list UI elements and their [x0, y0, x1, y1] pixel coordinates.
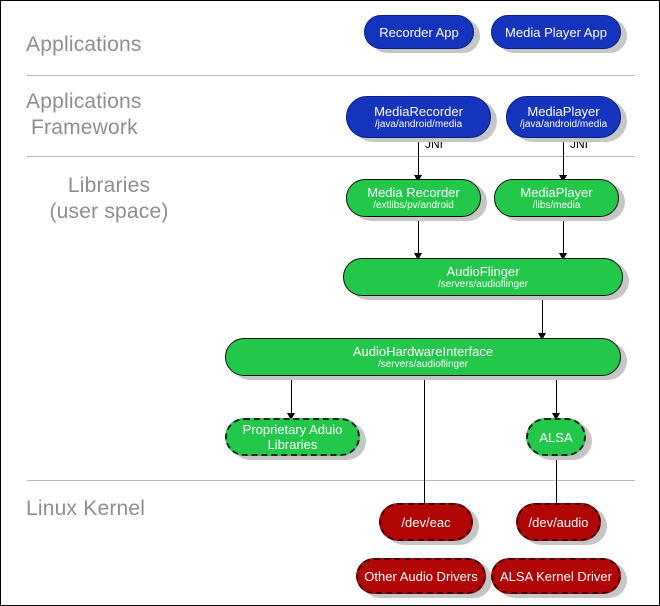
section-label-linux-kernel: Linux Kernel — [26, 497, 146, 520]
connector-mediaplayer-jni — [563, 141, 564, 179]
node-proprietary-audio-libs-subtitle: Libraries — [267, 437, 318, 452]
arrowhead-mediaplayer-jni — [559, 175, 567, 182]
section-label-applications-framework-line1: Applications — [26, 90, 142, 113]
section-label-applications: Applications — [26, 33, 142, 56]
node-proprietary-audio-libs[interactable]: Proprietary Aduio Libraries — [225, 418, 360, 456]
node-alsa-title: ALSA — [539, 429, 573, 445]
connector-audioflinger-audiohardwareinterface — [542, 299, 543, 337]
node-other-audio-drivers[interactable]: Other Audio Drivers — [356, 558, 486, 594]
connector-ahi-alsa — [556, 376, 557, 418]
node-audioflinger-title: AudioFlinger — [446, 263, 520, 279]
connector-mediarecorderlib-audioflinger — [418, 220, 419, 258]
node-media-recorder-lib-title: Media Recorder — [367, 184, 460, 200]
node-proprietary-audio-libs-title: Proprietary Aduio — [242, 422, 343, 437]
node-mediarecorder-framework-title: MediaRecorder — [374, 103, 463, 119]
node-alsa[interactable]: ALSA — [526, 418, 586, 456]
connector-ahi-deveac — [424, 376, 425, 513]
node-mediarecorder-framework-subtitle: /java/android/media — [374, 118, 463, 130]
arrowhead-ahi-proprietary — [287, 413, 295, 420]
divider-applications — [27, 75, 635, 76]
arrowhead-ahi-alsa — [552, 413, 560, 420]
node-mediaplayer-lib-subtitle: /libs/media — [532, 199, 581, 211]
node-alsa-kernel-driver[interactable]: ALSA Kernel Driver — [491, 558, 621, 594]
arrowhead-mediaplayerlib-audioflinger — [559, 253, 567, 260]
node-audioflinger-subtitle: /servers/audioflinger — [437, 278, 529, 290]
node-mediarecorder-framework[interactable]: MediaRecorder /java/android/media — [346, 96, 491, 138]
connector-ahi-proprietary — [291, 376, 292, 418]
node-audioflinger[interactable]: AudioFlinger /servers/audioflinger — [343, 258, 623, 296]
node-audiohardwareinterface[interactable]: AudioHardwareInterface /servers/audiofli… — [225, 338, 621, 376]
node-recorder-app-title: Recorder App — [379, 24, 459, 40]
node-other-audio-drivers-title: Other Audio Drivers — [364, 568, 478, 584]
node-audiohardwareinterface-title: AudioHardwareInterface — [352, 343, 494, 359]
arrowhead-mediarecorder-jni — [414, 175, 422, 182]
node-mediaplayer-framework-title: MediaPlayer — [527, 103, 600, 119]
node-media-recorder-lib-subtitle: /extlibs/pv/android — [373, 199, 454, 211]
node-dev-eac-title: /dev/eac — [401, 514, 451, 530]
node-recorder-app[interactable]: Recorder App — [364, 15, 474, 49]
arrowhead-mediarecorderlib-audioflinger — [414, 253, 422, 260]
node-alsa-kernel-driver-title: ALSA Kernel Driver — [500, 568, 612, 584]
node-audiohardwareinterface-subtitle: /servers/audioflinger — [377, 358, 469, 370]
node-mediaplayer-lib[interactable]: MediaPlayer /libs/media — [494, 179, 619, 217]
node-mediaplayer-framework[interactable]: MediaPlayer /java/android/media — [506, 96, 621, 138]
node-dev-audio[interactable]: /dev/audio — [516, 503, 601, 541]
node-media-player-app-title: Media Player App — [505, 24, 607, 40]
section-label-libraries-line1: Libraries — [67, 174, 151, 197]
arrowhead-audioflinger-audiohardwareinterface — [538, 333, 546, 340]
node-dev-eac[interactable]: /dev/eac — [379, 503, 473, 541]
connector-mediarecorder-jni — [418, 141, 419, 179]
divider-kernel — [27, 480, 635, 481]
node-mediaplayer-framework-subtitle: /java/android/media — [519, 118, 608, 130]
section-label-libraries-line2: (user space) — [49, 200, 169, 223]
node-media-player-app[interactable]: Media Player App — [491, 15, 621, 49]
connector-alsa-devaudio — [556, 459, 557, 513]
node-mediaplayer-lib-title: MediaPlayer — [520, 184, 593, 200]
node-media-recorder-lib[interactable]: Media Recorder /extlibs/pv/android — [346, 179, 481, 217]
node-dev-audio-title: /dev/audio — [528, 514, 589, 530]
section-label-applications-framework-line2: Framework — [31, 116, 138, 139]
divider-framework — [27, 156, 635, 157]
connector-mediaplayerlib-audioflinger — [563, 220, 564, 258]
